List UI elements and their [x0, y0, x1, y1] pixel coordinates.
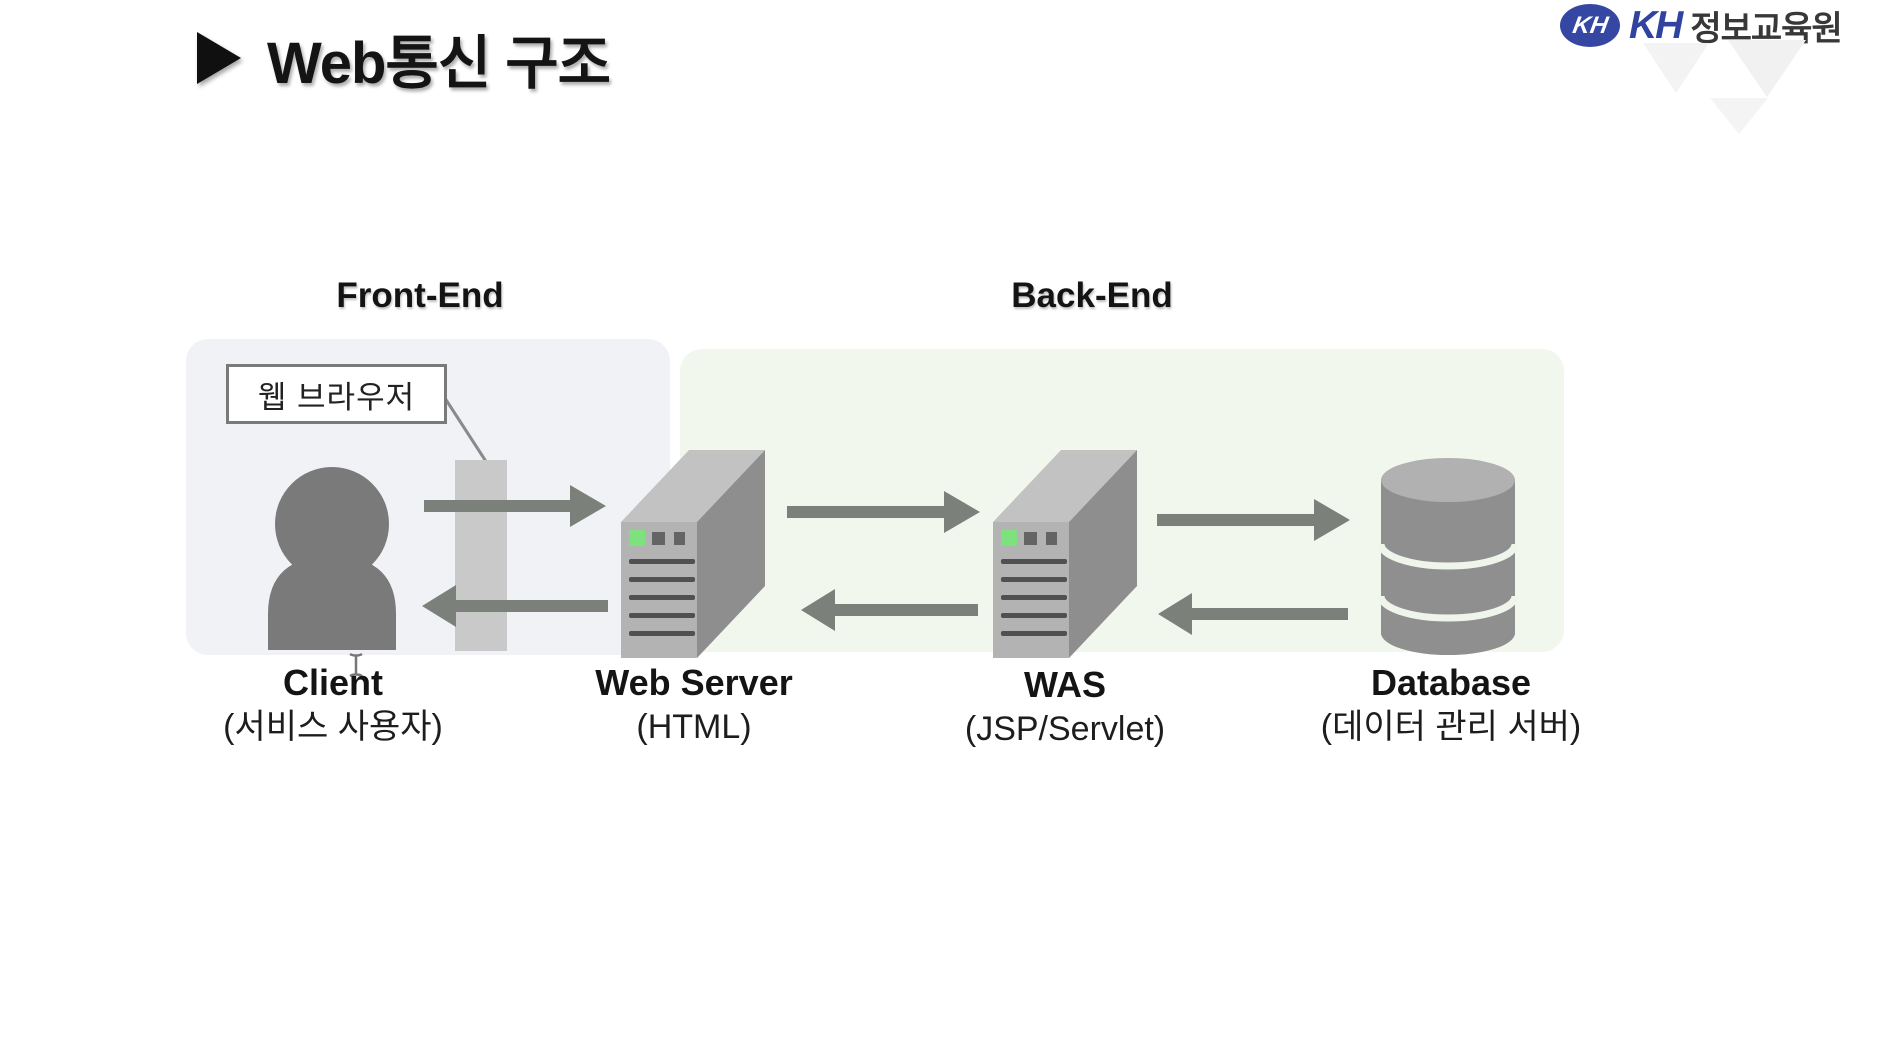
callout-pointer-line [439, 391, 489, 464]
web-browser-callout: 웹 브라우저 [226, 364, 447, 424]
response-arrow-webserver-to-client [422, 585, 608, 627]
web-server-icon [621, 450, 765, 658]
database-icon [1377, 458, 1519, 655]
client-person-icon [268, 467, 396, 650]
watermark-chevron-icon [1728, 40, 1806, 97]
was-title: WAS [1023, 664, 1107, 705]
web-server-subtitle: (HTML) [636, 708, 752, 746]
kh-logo-badge-icon: KH [1560, 4, 1620, 47]
web-server-title: Web Server [595, 662, 793, 703]
client-label: Client (서비스 사용자) [223, 662, 443, 750]
request-arrow-client-to-webserver [424, 485, 606, 527]
kh-logo-name: KH [1629, 3, 1683, 47]
watermark-chevron-icon [1643, 43, 1709, 93]
text-cursor-icon [349, 652, 363, 678]
database-label: Database (데이터 관리 서버) [1321, 662, 1582, 750]
title-bullet-triangle-icon [197, 32, 241, 84]
result-arrow-database-to-was [1158, 593, 1348, 635]
was-server-icon [993, 450, 1137, 658]
database-subtitle: (데이터 관리 서버) [1320, 708, 1582, 746]
watermark-chevron-icon [1710, 98, 1768, 134]
server-led-icon [1001, 530, 1017, 546]
web-server-label: Web Server (HTML) [595, 662, 792, 750]
was-label: WAS (JSP/Servlet) [965, 664, 1165, 752]
request-arrow-webserver-to-was [787, 491, 980, 533]
page-title: Web통신 구조 [267, 31, 611, 96]
slide-title-row: Web통신 구조 [197, 16, 611, 100]
query-arrow-was-to-database [1157, 499, 1350, 541]
was-subtitle: (JSP/Servlet) [964, 710, 1166, 748]
client-subtitle: (서비스 사용자) [223, 708, 443, 746]
database-title: Database [1370, 662, 1532, 703]
front-end-label: Front-End [336, 276, 504, 315]
browser-bar-icon [455, 460, 507, 651]
server-led-icon [629, 530, 645, 546]
back-end-label: Back-End [1011, 276, 1173, 315]
client-title: Client [282, 662, 383, 703]
response-arrow-was-to-webserver [801, 589, 978, 631]
